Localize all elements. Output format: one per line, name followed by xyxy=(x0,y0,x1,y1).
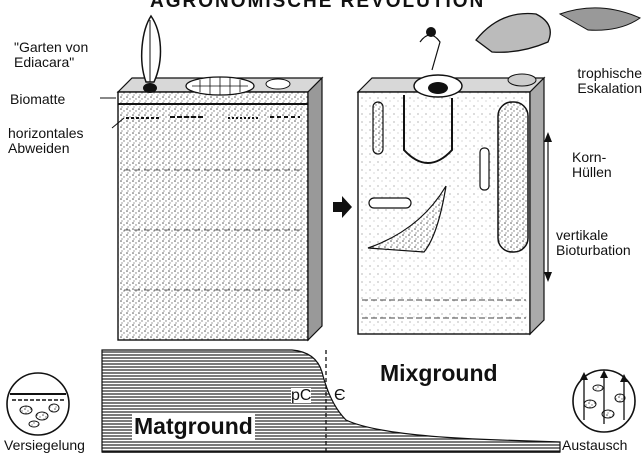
cambrian-label: Є xyxy=(334,388,346,403)
mixground-label: Mixground xyxy=(380,360,498,387)
sealing-circle xyxy=(7,373,69,435)
sealing-label: Versiegelung xyxy=(4,438,85,453)
grain-label: Korn- Hüllen xyxy=(572,150,612,180)
predator-arthropod xyxy=(476,14,550,53)
vertical-burrow xyxy=(498,102,528,252)
transition-arrow xyxy=(333,196,352,218)
precambrian-label: pC xyxy=(291,388,311,403)
diagram-title: AGRONOMISCHE REVOLUTION xyxy=(150,0,485,13)
garden-label: "Garten von Ediacara" xyxy=(14,40,88,70)
bioturbation-label: vertikale Bioturbation xyxy=(556,228,631,258)
precambrian-block xyxy=(118,16,322,340)
exchange-circle xyxy=(573,370,635,432)
grazing-label: horizontales Abweiden xyxy=(8,126,84,156)
trophic-label: trophische Eskalation xyxy=(550,66,642,96)
left-block-side xyxy=(308,78,322,340)
exchange-label: Austausch xyxy=(562,438,627,453)
frond-fossil xyxy=(142,16,161,82)
right-block-side xyxy=(530,78,544,334)
left-block-front xyxy=(118,92,308,340)
biomat-label: Biomatte xyxy=(10,92,65,107)
matground-label: Matground xyxy=(132,413,255,440)
